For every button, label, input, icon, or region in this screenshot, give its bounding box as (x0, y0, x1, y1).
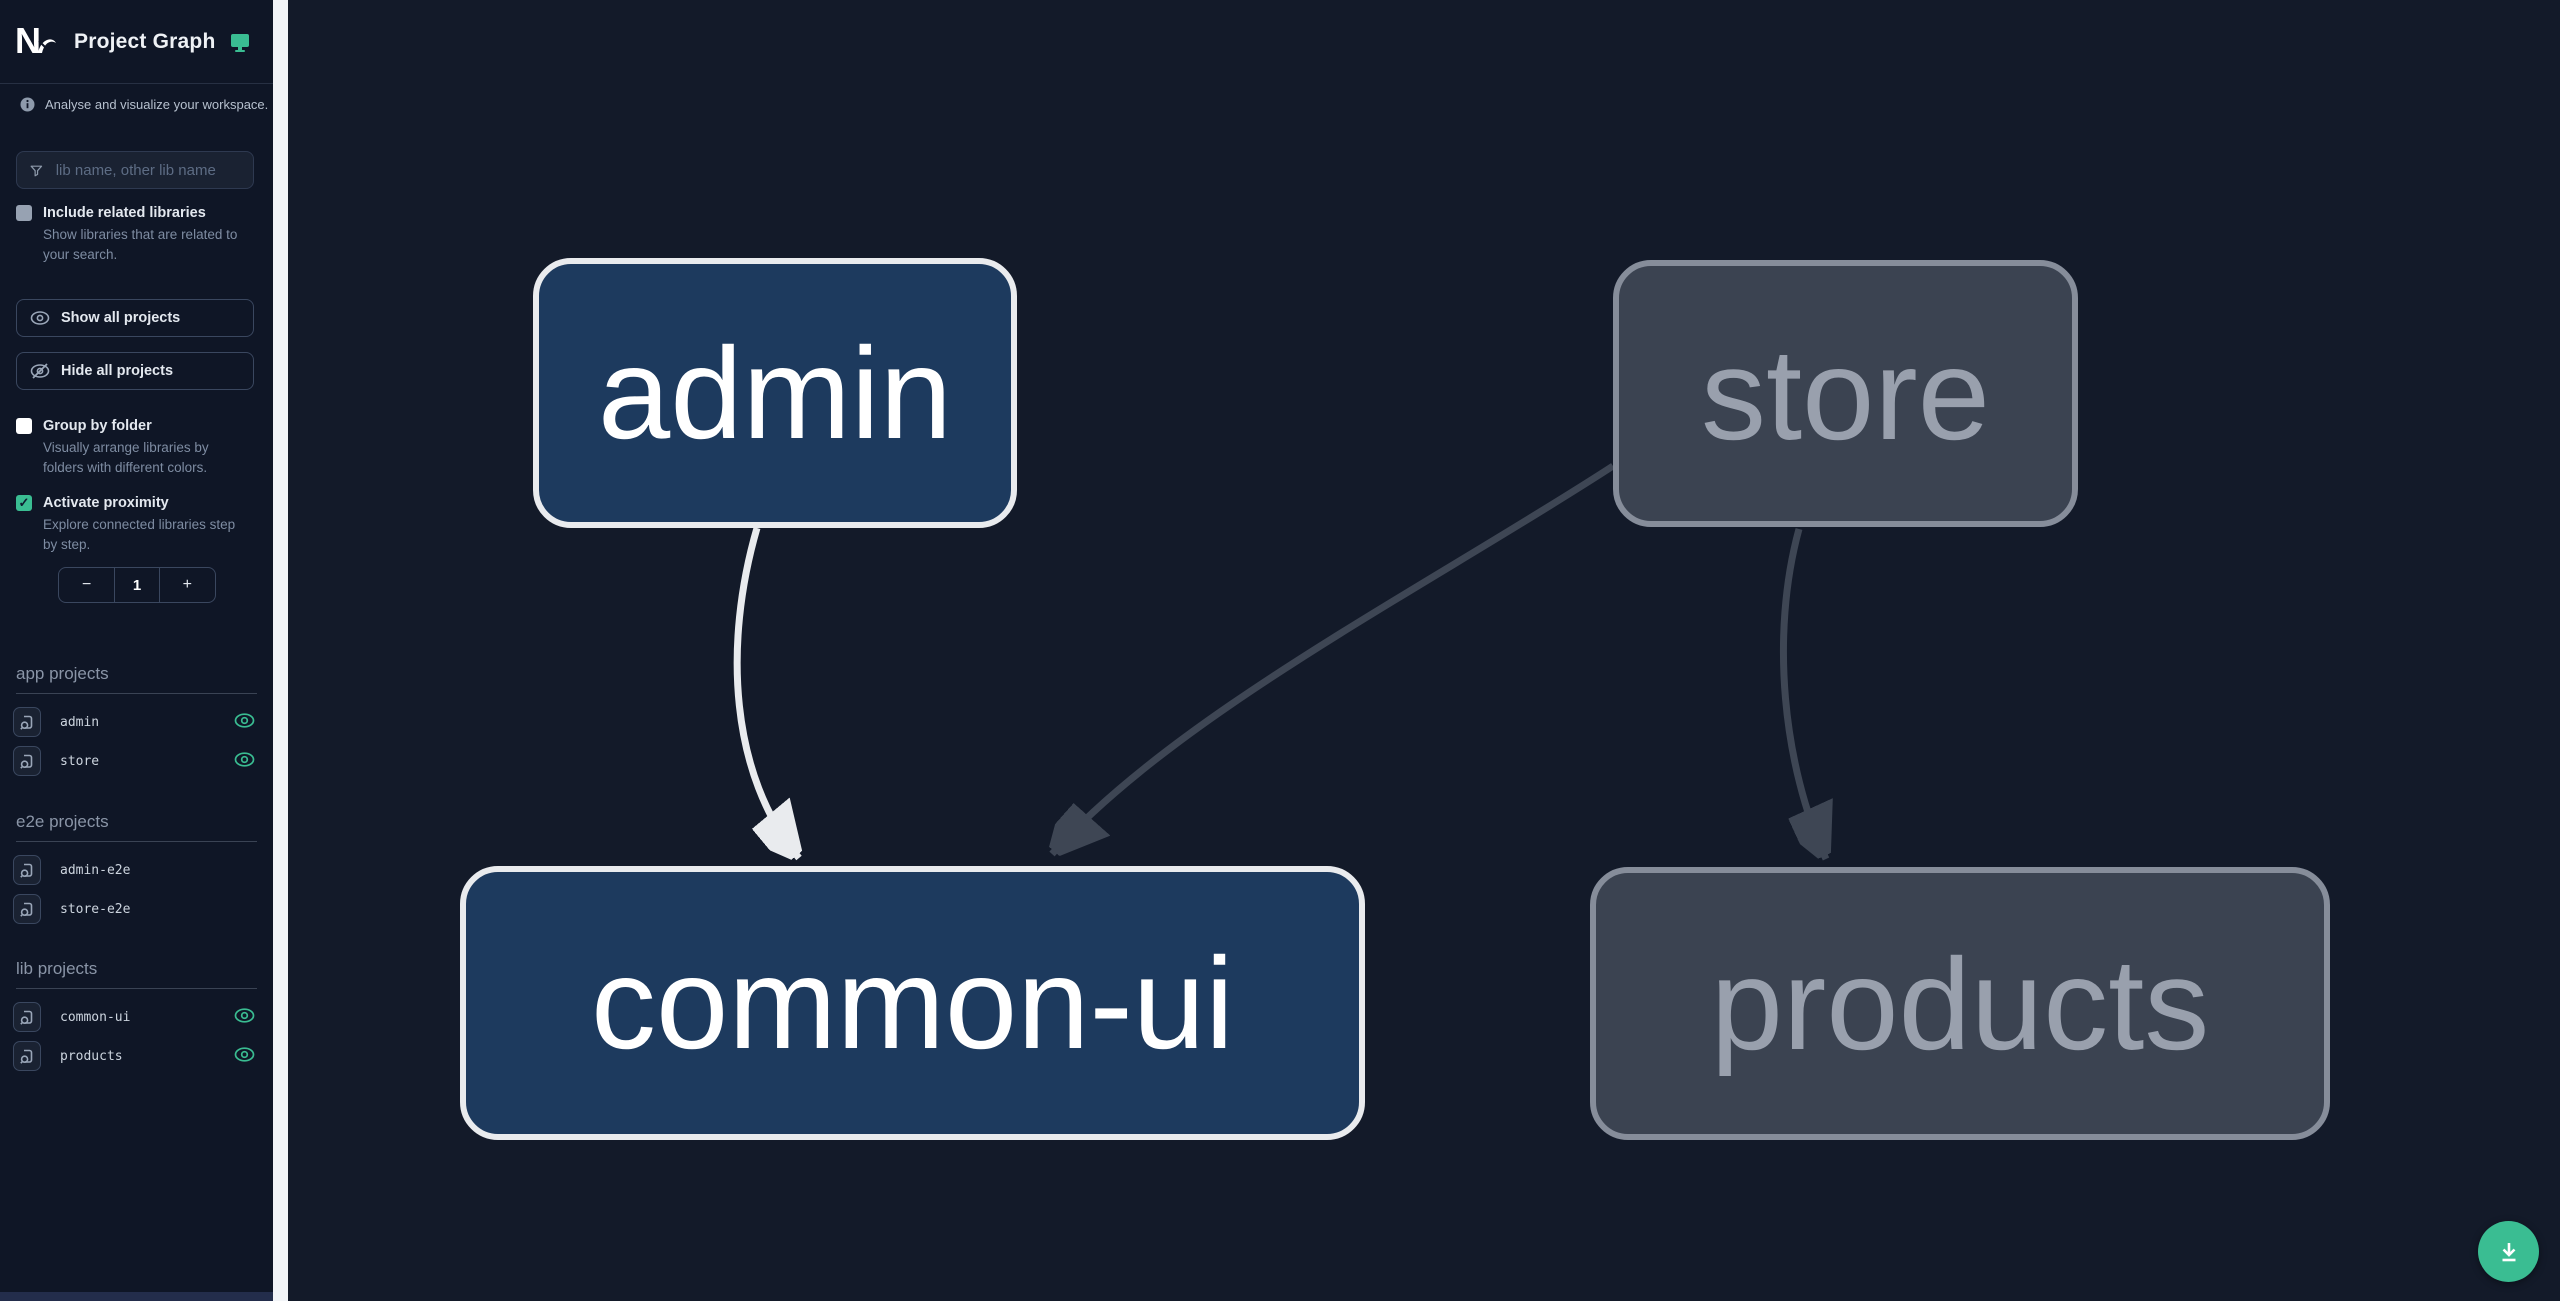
toggle-visibility-eye-icon[interactable] (234, 1047, 255, 1062)
info-icon (20, 97, 35, 112)
proximity-increase-button[interactable]: + (160, 568, 215, 602)
include-related-option: Include related libraries Show libraries… (16, 205, 241, 266)
project-row-store-e2e: store-e2e (13, 894, 257, 924)
focus-project-button[interactable] (13, 746, 41, 776)
sidebar-scrollbar-divider[interactable] (273, 0, 288, 1301)
nx-logo-icon: N (15, 21, 56, 61)
search-box (16, 151, 254, 189)
toggle-visibility-eye-icon[interactable] (234, 1008, 255, 1023)
activate-proximity-checkbox[interactable]: ✓ (16, 495, 32, 511)
section-heading: lib projects (16, 959, 257, 989)
section-heading: app projects (16, 664, 257, 694)
search-input[interactable] (53, 160, 241, 180)
project-row-admin-e2e: admin-e2e (13, 855, 257, 885)
eye-off-icon (30, 363, 50, 379)
section-heading: e2e projects (16, 812, 257, 842)
focus-search-icon (20, 1010, 33, 1025)
project-row-admin: admin (13, 707, 257, 737)
focus-project-button[interactable] (13, 894, 41, 924)
group-by-folder-option: Group by folder Visually arrange librari… (16, 418, 241, 479)
hide-all-projects-button[interactable]: Hide all projects (16, 352, 254, 390)
section-app-projects: app projects admin (0, 664, 273, 776)
focus-search-icon (20, 1049, 33, 1064)
graph-node-products[interactable]: products (1590, 867, 2330, 1140)
download-icon (2502, 1242, 2515, 1261)
section-e2e-projects: e2e projects admin-e2e (0, 812, 273, 924)
focus-search-icon (20, 715, 33, 730)
graph-node-admin[interactable]: admin (533, 258, 1017, 528)
proximity-stepper: − 1 + (58, 567, 216, 603)
toggle-visibility-eye-icon[interactable] (234, 752, 255, 767)
page-title: Project Graph (74, 29, 216, 53)
show-all-projects-button[interactable]: Show all projects (16, 299, 254, 337)
project-row-store: store (13, 746, 257, 776)
include-related-checkbox[interactable] (16, 205, 32, 221)
graph-node-store[interactable]: store (1613, 260, 2078, 527)
project-row-common-ui: common-ui (13, 1002, 257, 1032)
download-graph-button[interactable] (2478, 1221, 2539, 1282)
focus-project-button[interactable] (13, 1041, 41, 1071)
focus-project-button[interactable] (13, 855, 41, 885)
edge-store-to-products[interactable] (1779, 528, 1826, 859)
project-row-products: products (13, 1041, 257, 1071)
edge-admin-to-common-ui[interactable] (733, 527, 799, 858)
horizontal-scrollbar[interactable] (0, 1292, 273, 1301)
proximity-value: 1 (114, 568, 160, 602)
workspace-tagline: Analyse and visualize your workspace. (20, 97, 268, 112)
focus-search-icon (20, 754, 33, 769)
filter-funnel-icon (30, 165, 43, 176)
svg-text:N: N (15, 21, 41, 61)
activate-proximity-option: ✓ Activate proximity Explore connected l… (16, 495, 241, 556)
focus-search-icon (20, 902, 33, 917)
sidebar: N Project Graph Analyse and visualize yo… (0, 0, 273, 1301)
section-lib-projects: lib projects common-ui (0, 959, 273, 1071)
graph-node-common-ui[interactable]: common-ui (460, 866, 1365, 1140)
monitor-icon[interactable] (229, 31, 251, 53)
app-header: N Project Graph (0, 0, 273, 84)
eye-icon (30, 311, 50, 325)
toggle-visibility-eye-icon[interactable] (234, 713, 255, 728)
proximity-decrease-button[interactable]: − (59, 568, 114, 602)
focus-project-button[interactable] (13, 1002, 41, 1032)
group-by-folder-checkbox[interactable] (16, 418, 32, 434)
edge-store-to-common-ui[interactable] (1052, 463, 1615, 854)
focus-search-icon (20, 863, 33, 878)
focus-project-button[interactable] (13, 707, 41, 737)
